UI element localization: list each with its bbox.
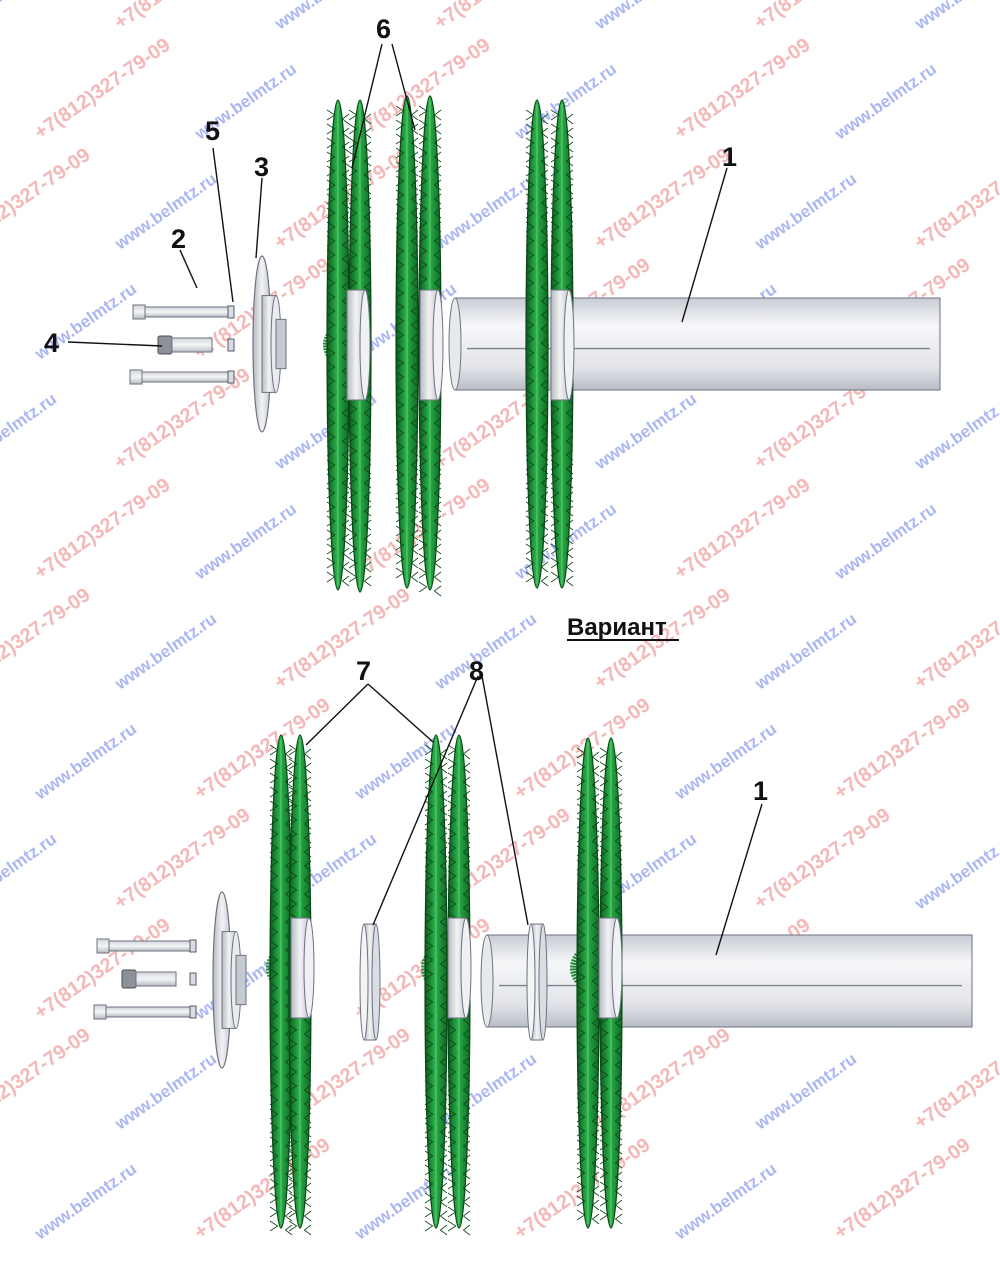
washer-bottom-1 [189, 939, 197, 953]
watermark-site: www.belmtz.ru [911, 829, 1000, 914]
watermark-phone: +7(812)327-79-09 [270, 584, 414, 694]
bolt-short-bottom [121, 969, 177, 989]
watermark-site: www.belmtz.ru [911, 389, 1000, 474]
watermark-phone: +7(812)327-79-09 [750, 0, 894, 34]
bolt-long-bottom-2 [93, 1004, 193, 1020]
watermark-site: www.belmtz.ru [0, 829, 60, 914]
watermark-phone: +7(812)327-79-09 [590, 144, 734, 254]
top-assembly [129, 95, 941, 597]
disc-bottom-3 [424, 734, 448, 1236]
flange-bottom [212, 891, 247, 1069]
watermark-phone: +7(812)327-79-09 [110, 0, 254, 34]
flange-part-3 [252, 255, 287, 433]
watermark-site: www.belmtz.ru [0, 0, 60, 34]
watermark-site: www.belmtz.ru [191, 499, 300, 584]
disc-hub-top-1 [346, 289, 371, 401]
callout-1-bottom: 1 [753, 776, 768, 806]
watermark-phone: +7(812)327-79-09 [430, 0, 574, 34]
watermark-site: www.belmtz.ru [831, 499, 940, 584]
disc-hub-bottom-2 [447, 917, 472, 1019]
watermark-phone: +7(812)327-79-09 [830, 694, 974, 804]
watermark-phone: +7(812)327-79-09 [110, 804, 254, 914]
callout-leaders [67, 43, 763, 956]
disc-top-1 [326, 99, 350, 591]
disc-hub-top-2 [419, 289, 444, 401]
watermark-site: www.belmtz.ru [111, 609, 220, 694]
watermark-site: www.belmtz.ru [591, 0, 700, 34]
callout-8: 8 [469, 656, 484, 686]
watermark-phone: +7(812)327-79-09 [830, 1134, 974, 1244]
variant-title: Вариант [567, 614, 667, 641]
watermark-phone: +7(812)327-79-09 [190, 694, 334, 804]
callout-2: 2 [171, 224, 186, 254]
watermark-phone: +7(812)327-79-09 [30, 34, 174, 144]
watermark-site: www.belmtz.ru [591, 389, 700, 474]
disc-bottom-5 [576, 737, 600, 1229]
bolt-short-part-4 [157, 335, 213, 355]
spacer-part-8-b [526, 923, 548, 1041]
disc-hub-top-3 [550, 289, 575, 401]
disc-top-5 [525, 99, 549, 589]
watermark-site: www.belmtz.ru [31, 1159, 140, 1244]
watermark-site: www.belmtz.ru [751, 169, 860, 254]
callout-7: 7 [356, 656, 371, 686]
watermark-site: www.belmtz.ru [751, 1049, 860, 1134]
bolt-long-2 [129, 369, 229, 385]
watermark-phone: +7(812)327-79-09 [0, 1024, 94, 1134]
watermark-site: www.belmtz.ru [671, 1159, 780, 1244]
watermark-site: www.belmtz.ru [0, 389, 60, 474]
watermark-phone: +7(812)327-79-09 [0, 584, 94, 694]
callout-4: 4 [44, 328, 59, 358]
watermark-phone: +7(812)327-79-09 [0, 144, 94, 254]
watermark-site: www.belmtz.ru [111, 169, 220, 254]
watermark-phone: +7(812)327-79-09 [910, 144, 1000, 254]
watermark-site: www.belmtz.ru [31, 719, 140, 804]
shaft [448, 297, 941, 391]
watermark-site: www.belmtz.ru [271, 0, 380, 34]
callout-6: 6 [376, 14, 391, 44]
watermark-layer: www.belmtz.ru+7(812)327-79-09www.belmtz.… [0, 0, 1000, 1244]
washer-bottom-2 [189, 972, 197, 986]
watermark-phone: +7(812)327-79-09 [910, 584, 1000, 694]
watermark-site: www.belmtz.ru [351, 719, 460, 804]
spacer-part-8-a [359, 923, 381, 1041]
watermark-site: www.belmtz.ru [911, 0, 1000, 34]
disc-hub-bottom-3 [598, 917, 623, 1019]
watermark-phone: +7(812)327-79-09 [190, 1134, 334, 1244]
bolt-long-bottom-1 [96, 938, 194, 954]
watermark-site: www.belmtz.ru [751, 609, 860, 694]
callout-3: 3 [254, 152, 269, 182]
watermark-phone: +7(812)327-79-09 [910, 1024, 1000, 1134]
bolt-long-1-part-2 [132, 304, 230, 320]
disc-hub-bottom-1 [290, 917, 315, 1019]
watermark-phone: +7(812)327-79-09 [670, 474, 814, 584]
washer-bottom-3 [189, 1005, 197, 1019]
watermark-site: www.belmtz.ru [831, 59, 940, 144]
watermark-phone: +7(812)327-79-09 [750, 804, 894, 914]
watermark-site: www.belmtz.ru [431, 609, 540, 694]
callout-1-top: 1 [722, 142, 737, 172]
callout-labels: 6 5 3 2 4 1 7 8 1 Вариант [44, 14, 768, 806]
watermark-phone: +7(812)327-79-09 [670, 34, 814, 144]
washer-1-part-5 [227, 305, 235, 319]
callout-5: 5 [205, 116, 220, 146]
shaft [480, 934, 973, 1028]
washer-2 [227, 338, 235, 352]
washer-3 [227, 370, 235, 384]
watermark-site: www.belmtz.ru [431, 169, 540, 254]
watermark-phone: +7(812)327-79-09 [30, 474, 174, 584]
disc-top-3 [395, 95, 419, 589]
watermark-site: www.belmtz.ru [111, 1049, 220, 1134]
bottom-assembly [93, 734, 973, 1236]
